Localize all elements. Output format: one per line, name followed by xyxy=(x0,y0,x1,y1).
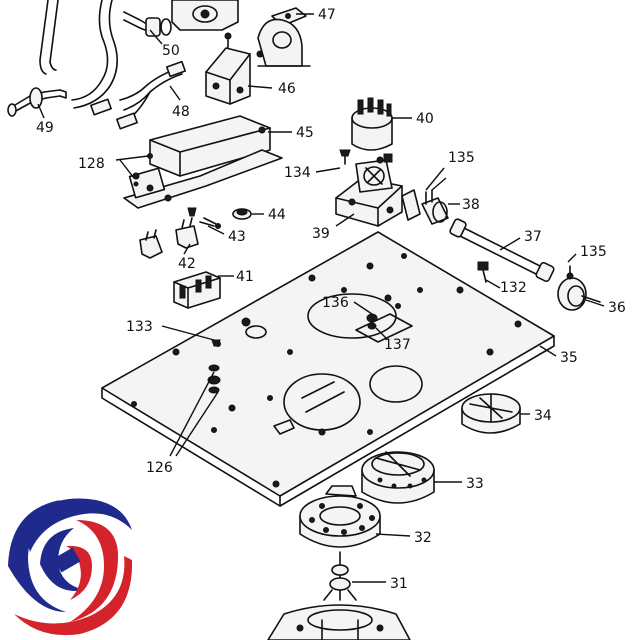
callout-38: 38 xyxy=(462,197,480,213)
callout-45: 45 xyxy=(296,125,314,141)
callout-128: 128 xyxy=(78,156,105,172)
part-48-wire-harness xyxy=(90,60,187,130)
callout-34: 34 xyxy=(534,408,552,424)
callout-44: 44 xyxy=(268,207,286,223)
part-41-terminal-block xyxy=(173,271,221,309)
part-40-valve xyxy=(351,97,393,151)
callout-39: 39 xyxy=(312,226,330,242)
part-136-screw xyxy=(366,313,378,330)
part-134-screw xyxy=(339,149,351,165)
part-132-screw xyxy=(477,261,489,283)
callout-135-top: 135 xyxy=(448,150,475,166)
part-44-grommet xyxy=(232,208,252,220)
part-burner-base xyxy=(267,604,411,640)
callout-32: 32 xyxy=(414,530,432,546)
callout-47: 47 xyxy=(318,7,336,23)
part-clamp-holder xyxy=(257,18,311,67)
part-38-sleeve xyxy=(421,189,449,225)
callout-50: 50 xyxy=(162,43,180,59)
callout-126: 126 xyxy=(146,460,173,476)
part-top-motor xyxy=(171,0,239,31)
part-50-hose xyxy=(71,0,172,109)
callout-49: 49 xyxy=(36,120,54,136)
callout-33: 33 xyxy=(466,476,484,492)
part-45-transformer xyxy=(123,115,283,209)
part-37-shaft xyxy=(449,218,555,283)
callout-42: 42 xyxy=(178,256,196,272)
part-pipe-left xyxy=(39,0,59,75)
callout-35: 35 xyxy=(560,350,578,366)
leader-lines xyxy=(37,13,605,583)
part-133-screw xyxy=(211,339,221,347)
callout-labels: 47 50 46 49 48 40 45 128 135 134 38 44 3… xyxy=(36,7,626,592)
part-32-burner-crown xyxy=(299,485,381,548)
brand-logo xyxy=(6,496,134,636)
part-33-burner-head xyxy=(361,451,435,504)
callout-40: 40 xyxy=(416,111,434,127)
callout-134: 134 xyxy=(284,165,311,181)
callout-135-right: 135 xyxy=(580,244,607,260)
callout-48: 48 xyxy=(172,104,190,120)
part-43-clips xyxy=(187,207,221,229)
part-34-burner-cap xyxy=(461,393,521,434)
part-36-switch xyxy=(557,265,601,311)
part-42-connectors xyxy=(139,217,199,259)
part-39-valve-bracket xyxy=(335,153,421,227)
part-49-tube-fitting xyxy=(7,87,67,117)
callout-46: 46 xyxy=(278,81,296,97)
callout-41: 41 xyxy=(236,269,254,285)
part-46-bracket xyxy=(205,32,264,105)
callout-31: 31 xyxy=(390,576,408,592)
callout-37: 37 xyxy=(524,229,542,245)
callout-36: 36 xyxy=(608,300,626,316)
callout-43: 43 xyxy=(228,229,246,245)
callout-136: 136 xyxy=(322,295,349,311)
callout-137: 137 xyxy=(384,337,411,353)
callout-133: 133 xyxy=(126,319,153,335)
part-31-injector xyxy=(323,551,357,601)
callout-132: 132 xyxy=(500,280,527,296)
part-35-base-panel xyxy=(101,231,555,507)
